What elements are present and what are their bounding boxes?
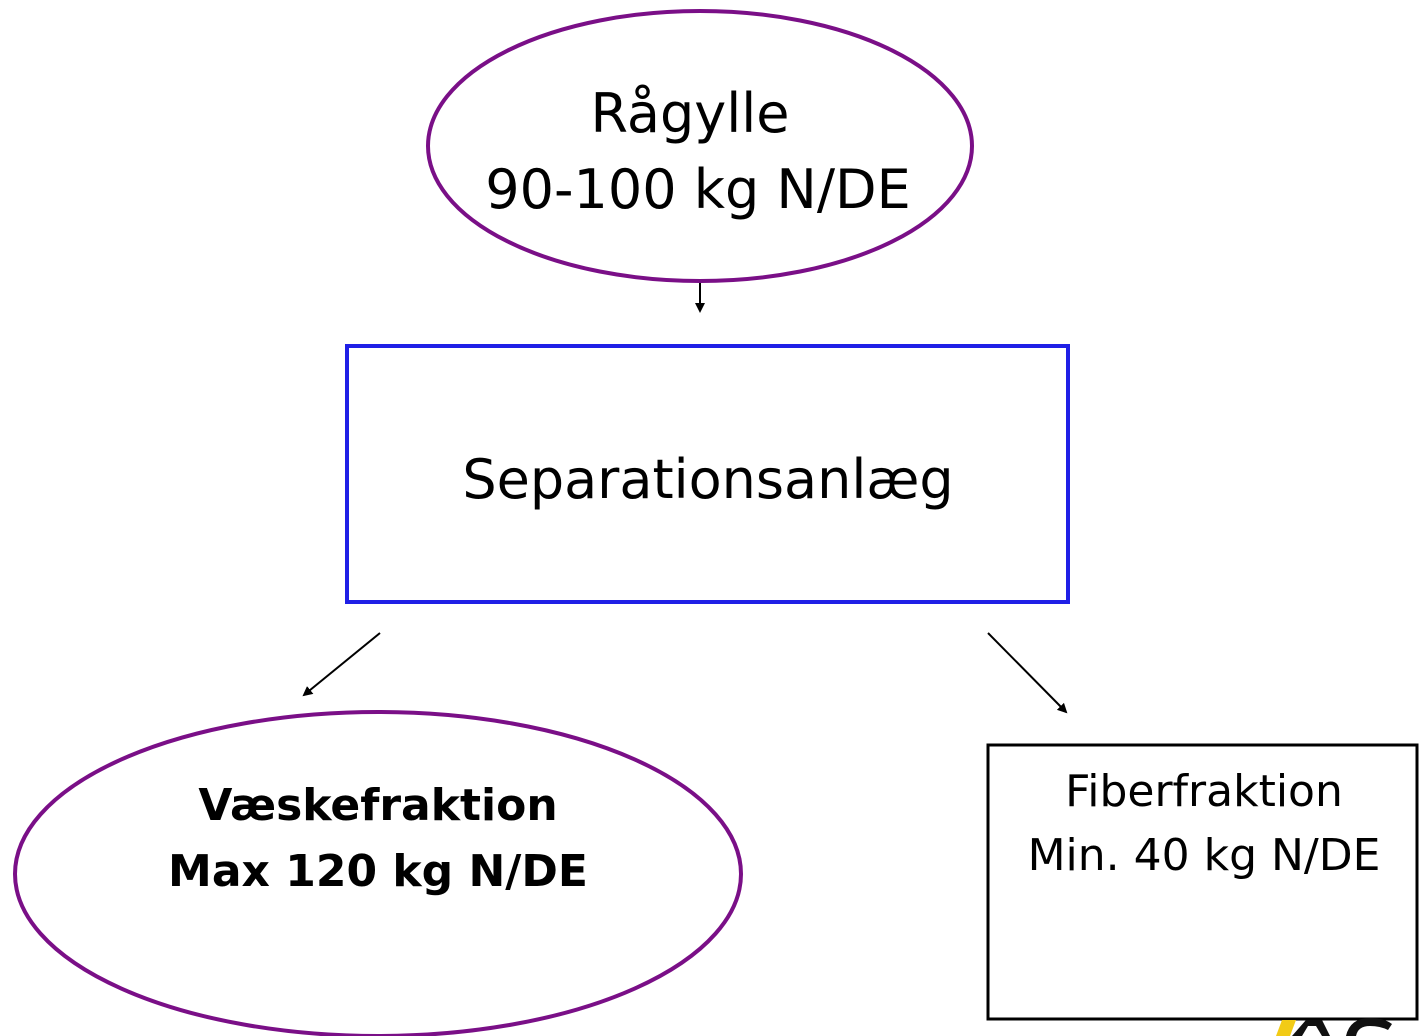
raw-slurry-value: 90-100 kg N/DE	[485, 158, 910, 221]
logo-mark	[1276, 1018, 1392, 1036]
raw-slurry-ellipse	[426, 9, 974, 283]
liquid-fraction-ellipse	[13, 710, 743, 1036]
separation-plant-box	[345, 344, 1070, 604]
fiber-fraction-box	[986, 743, 1419, 1021]
fiber-fraction-title: Fiberfraktion	[1065, 766, 1343, 817]
arrow-separation-to-liquid	[302, 632, 381, 697]
logo-yellow-shape	[1276, 1020, 1296, 1036]
logo-letter-shape	[1346, 1018, 1392, 1036]
arrow-separation-to-fiber	[987, 632, 1068, 714]
liquid-fraction-node: Væskefraktion Max 120 kg N/DE	[13, 710, 743, 1036]
raw-slurry-title: Rågylle	[591, 82, 790, 145]
fiber-fraction-node: Fiberfraktion Min. 40 kg N/DE	[986, 743, 1419, 1021]
separation-plant-node: Separationsanlæg	[345, 344, 1070, 604]
liquid-fraction-value: Max 120 kg N/DE	[168, 846, 588, 897]
separation-plant-label: Separationsanlæg	[462, 448, 953, 511]
logo-dark-shape	[1292, 1020, 1330, 1036]
liquid-fraction-title: Væskefraktion	[198, 780, 557, 831]
raw-slurry-node: Rågylle 90-100 kg N/DE	[426, 9, 974, 283]
fiber-fraction-value: Min. 40 kg N/DE	[1028, 830, 1381, 881]
